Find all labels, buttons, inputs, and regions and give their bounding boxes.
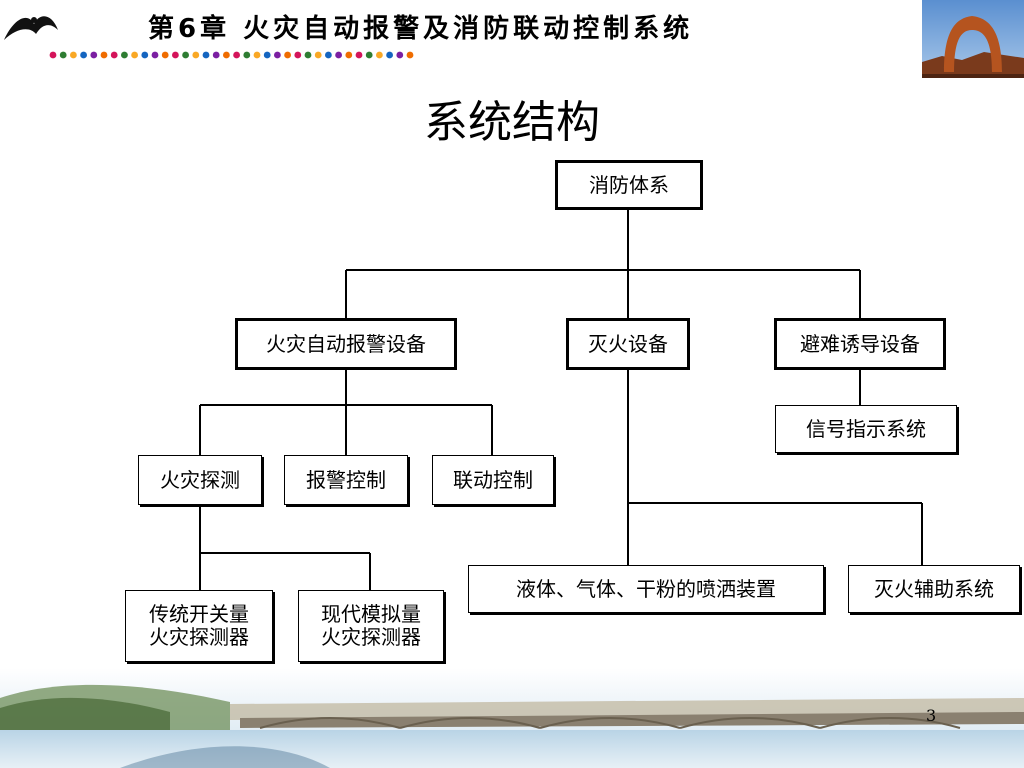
decorative-dot <box>406 51 414 59</box>
node-alarm-control: 报警控制 <box>284 455 408 505</box>
decorative-dot <box>182 51 190 59</box>
decorative-dot <box>131 51 138 59</box>
decorative-dot <box>325 51 332 59</box>
decorative-dot <box>110 51 118 59</box>
node-modern-analog-detector: 现代模拟量 火灾探测器 <box>298 590 444 662</box>
decorative-dot <box>263 51 271 59</box>
decorative-dot <box>192 51 200 59</box>
decorative-dot <box>100 51 108 59</box>
node-fire-protection-system: 消防体系 <box>555 160 703 210</box>
decorative-dot <box>202 51 210 59</box>
node-auto-alarm-equipment: 火灾自动报警设备 <box>235 318 457 370</box>
node-fire-detection: 火灾探测 <box>138 455 262 505</box>
decorative-dot <box>294 51 302 59</box>
node-extinguishing-equipment: 灭火设备 <box>566 318 690 370</box>
bridge-scenery-image <box>0 668 1024 768</box>
decorative-dot <box>49 51 57 59</box>
decorative-dot <box>365 51 373 59</box>
chapter-title: 第6章 火灾自动报警及消防联动控制系统 <box>148 14 694 44</box>
decorative-dot <box>151 51 159 59</box>
decorative-dot <box>274 51 281 59</box>
decorative-dot <box>386 51 393 59</box>
arch-photo-image <box>922 0 1024 78</box>
decorative-dot <box>355 51 363 59</box>
page-number: 3 <box>926 706 937 725</box>
node-traditional-detector: 传统开关量 火灾探测器 <box>125 590 273 662</box>
decorative-dot <box>304 51 312 59</box>
decorative-dot <box>141 51 149 59</box>
node-spray-device: 液体、气体、干粉的喷洒装置 <box>468 565 824 613</box>
decorative-dot <box>345 51 353 59</box>
decorative-dot <box>396 51 404 59</box>
decorative-dot <box>284 51 291 59</box>
decorative-dot <box>314 51 322 59</box>
node-signal-indication-system: 信号指示系统 <box>775 405 957 453</box>
decorative-dot <box>172 51 179 59</box>
slide-title: 系统结构 <box>424 97 600 148</box>
decorative-dot <box>243 51 251 59</box>
decorative-dot <box>335 51 342 59</box>
node-auxiliary-system: 灭火辅助系统 <box>848 565 1020 613</box>
decorative-dot <box>59 51 67 59</box>
decorative-dot <box>70 51 77 59</box>
decorative-dot <box>90 51 98 59</box>
logo-bird-icon <box>4 16 58 40</box>
decorative-dot <box>212 51 220 59</box>
decorative-dot <box>161 51 169 59</box>
decorative-dot-row <box>49 51 414 59</box>
decorative-dot <box>233 51 241 59</box>
node-evacuation-guidance-equipment: 避难诱导设备 <box>774 318 946 370</box>
decorative-dot <box>223 51 230 59</box>
decorative-dot <box>121 51 128 59</box>
decorative-dot <box>80 51 87 59</box>
decorative-dot <box>253 51 261 59</box>
node-linkage-control: 联动控制 <box>432 455 554 505</box>
decorative-dot <box>376 51 383 59</box>
